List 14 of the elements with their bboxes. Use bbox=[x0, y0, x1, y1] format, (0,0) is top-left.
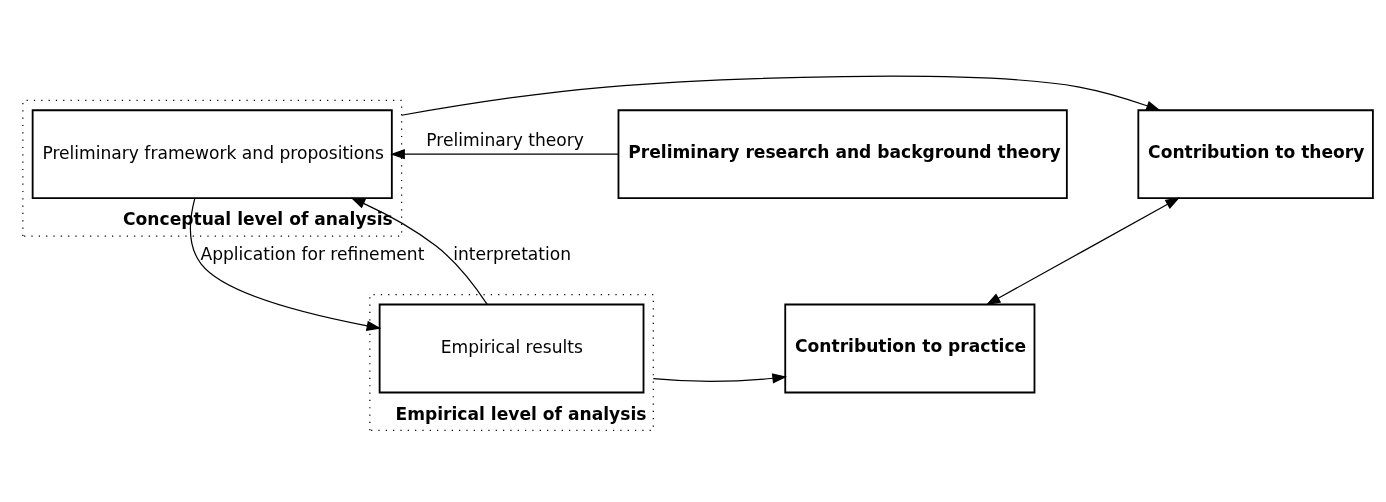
arrow bbox=[401, 75, 1161, 116]
arrow bbox=[189, 197, 382, 331]
edge-label: interpretation bbox=[453, 243, 572, 264]
node-box: Contribution to theory bbox=[1137, 108, 1374, 199]
arrow bbox=[985, 196, 1181, 305]
edge-label: Application for refinement bbox=[200, 243, 425, 264]
node-box: Empirical results bbox=[378, 303, 645, 393]
node-box: Preliminary framework and propositions bbox=[31, 108, 393, 199]
node-box: Preliminary research and background theory bbox=[617, 108, 1068, 199]
edge-label: Preliminary theory bbox=[426, 129, 584, 150]
arrow bbox=[350, 197, 488, 305]
arrow bbox=[390, 148, 619, 159]
arrow bbox=[652, 372, 787, 383]
node-box: Contribution to practice bbox=[784, 303, 1036, 393]
